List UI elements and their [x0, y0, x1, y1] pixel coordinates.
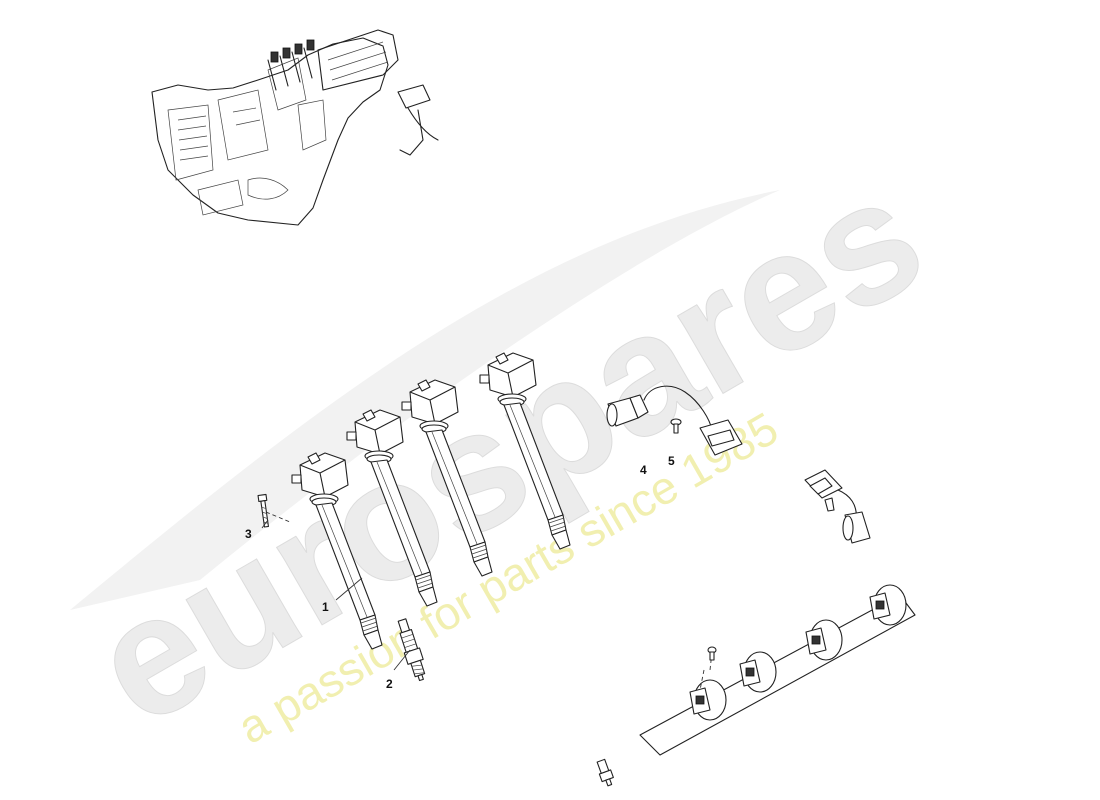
callout-4: 4	[640, 463, 647, 477]
sensor	[606, 385, 743, 456]
callout-2-leader	[393, 649, 411, 671]
callout-3: 3	[245, 527, 252, 541]
callout-3-leader	[261, 519, 269, 529]
callout-5: 5	[668, 454, 675, 468]
coil-bolt	[257, 493, 269, 528]
spark-plug	[397, 618, 426, 682]
engine-overview-illustration	[151, 29, 439, 226]
watermark-brand: eurospares	[64, 139, 953, 762]
callout-2: 2	[386, 677, 393, 691]
sensor-screw	[670, 418, 682, 434]
sensor-alt	[804, 469, 871, 544]
coil-rail-assembly	[596, 584, 916, 787]
callout-1: 1	[322, 600, 329, 614]
callout-1-leader	[335, 577, 363, 601]
